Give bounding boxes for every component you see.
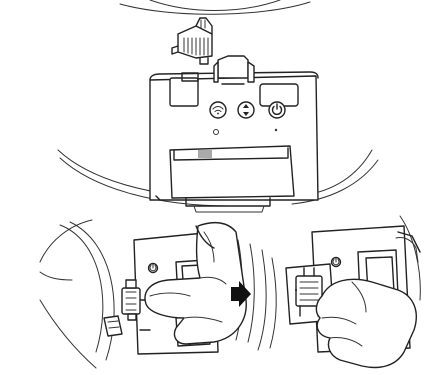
bl-loose-clip (104, 316, 122, 336)
top-panel (58, 0, 378, 212)
lower-tray (170, 146, 294, 198)
power-button (269, 102, 285, 118)
center-latch (218, 56, 248, 78)
mic-hole (275, 129, 277, 131)
bl-arc-4 (40, 300, 96, 368)
bottom-right-panel (258, 216, 420, 367)
ribbon-connector (172, 18, 212, 64)
battery-slot (170, 78, 198, 106)
bl-arc-5 (40, 272, 72, 280)
br-arc-1 (258, 250, 266, 350)
up-down-button (238, 102, 254, 118)
bottom-left-panel (40, 220, 254, 368)
label-sticker (198, 150, 212, 158)
ring-arc-top (120, 2, 310, 14)
wifi-button (210, 102, 226, 118)
ring-arc-top-inner (150, 0, 280, 11)
bl-arc-3 (70, 222, 114, 360)
sensor-unit (150, 56, 318, 212)
bl-arc-1 (40, 220, 92, 262)
br-arc-2 (270, 258, 276, 348)
